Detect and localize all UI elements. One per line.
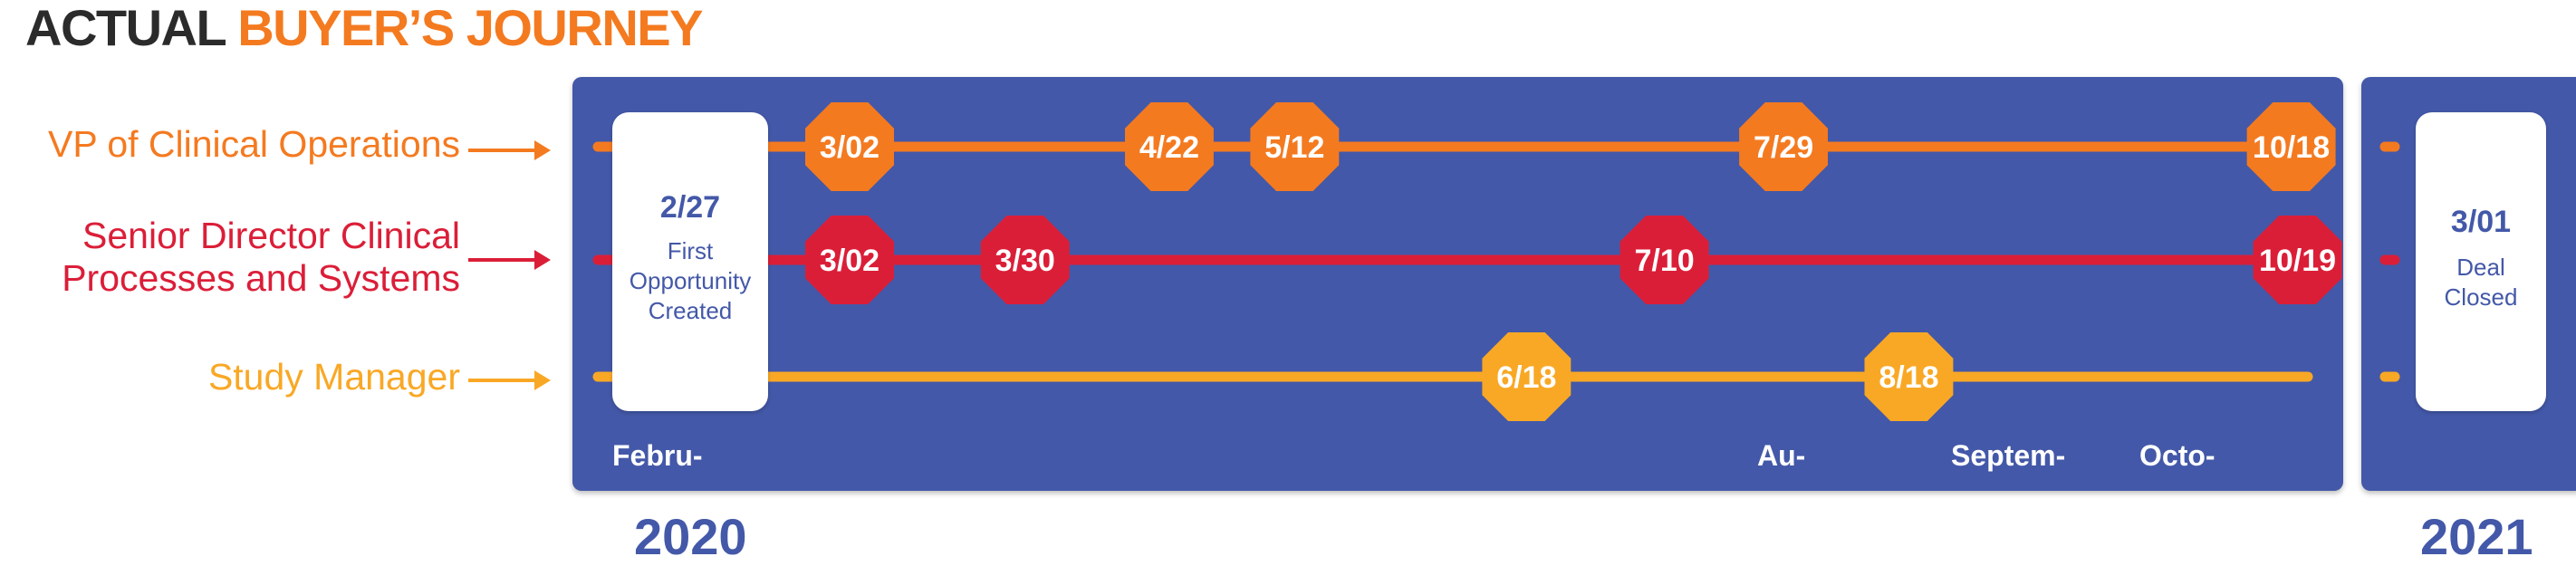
event-marker bbox=[1125, 102, 1214, 191]
milestone-text-line: Deal bbox=[2456, 254, 2505, 281]
event-label: 3/02 bbox=[820, 244, 879, 278]
month-label: Septem- bbox=[1951, 439, 2066, 472]
event-marker bbox=[1739, 102, 1828, 191]
event-marker bbox=[980, 216, 1070, 304]
event-label: 5/12 bbox=[1264, 130, 1324, 165]
event-label: 8/18 bbox=[1879, 360, 1938, 395]
month-label: Au- bbox=[1757, 439, 1806, 472]
event-label: 6/18 bbox=[1496, 360, 1556, 395]
milestone-text-line: Created bbox=[648, 297, 733, 324]
row-label-vp: VP of Clinical Operations bbox=[48, 123, 460, 166]
row-label-line: Study Manager bbox=[207, 356, 460, 398]
month-label: Octo- bbox=[2139, 439, 2216, 472]
year-label-2020: 2020 bbox=[634, 508, 747, 565]
milestone-text-line: First bbox=[667, 237, 714, 264]
event-marker bbox=[1620, 216, 1709, 304]
event-marker bbox=[805, 216, 894, 304]
row-label-senior-director: Senior Director Clinical Processes and S… bbox=[62, 215, 460, 300]
event-label: 4/22 bbox=[1139, 130, 1199, 165]
milestone-date: 2/27 bbox=[659, 190, 721, 225]
milestone-text-line: Opportunity bbox=[629, 267, 752, 294]
milestone-card-start: 2/27 First Opportunity Created bbox=[612, 112, 768, 411]
title-prefix: ACTUAL bbox=[25, 0, 226, 56]
milestone-text-line: Closed bbox=[2444, 283, 2518, 311]
event-label: 10/18 bbox=[2253, 130, 2330, 165]
event-label: 10/19 bbox=[2259, 244, 2336, 278]
event-marker bbox=[1482, 332, 1572, 421]
event-label: 3/30 bbox=[995, 244, 1055, 278]
year-label-2021: 2021 bbox=[2420, 508, 2533, 565]
milestone-date: 3/01 bbox=[2450, 205, 2512, 239]
event-marker bbox=[805, 102, 894, 191]
event-label: 3/02 bbox=[820, 130, 879, 165]
page-title: ACTUAL BUYER’S JOURNEY bbox=[25, 0, 703, 57]
row-label-line: VP of Clinical Operations bbox=[47, 123, 460, 165]
row-arrow-head bbox=[534, 370, 551, 390]
row-arrow-head bbox=[534, 140, 551, 160]
event-label: 7/29 bbox=[1754, 130, 1813, 165]
milestone-card-end: 3/01 Deal Closed bbox=[2416, 112, 2546, 411]
event-marker bbox=[2246, 102, 2336, 191]
row-arrow-head bbox=[534, 250, 551, 270]
row-label-line: Senior Director Clinical bbox=[82, 215, 460, 256]
row-label-line: Processes and Systems bbox=[62, 257, 460, 299]
title-highlight: BUYER’S JOURNEY bbox=[237, 0, 703, 56]
month-label: Febru- bbox=[612, 439, 703, 472]
event-marker bbox=[2253, 216, 2342, 304]
event-marker bbox=[1250, 102, 1340, 191]
row-label-study-manager: Study Manager bbox=[208, 356, 460, 398]
event-marker bbox=[1864, 332, 1954, 421]
event-label: 7/10 bbox=[1635, 244, 1695, 278]
